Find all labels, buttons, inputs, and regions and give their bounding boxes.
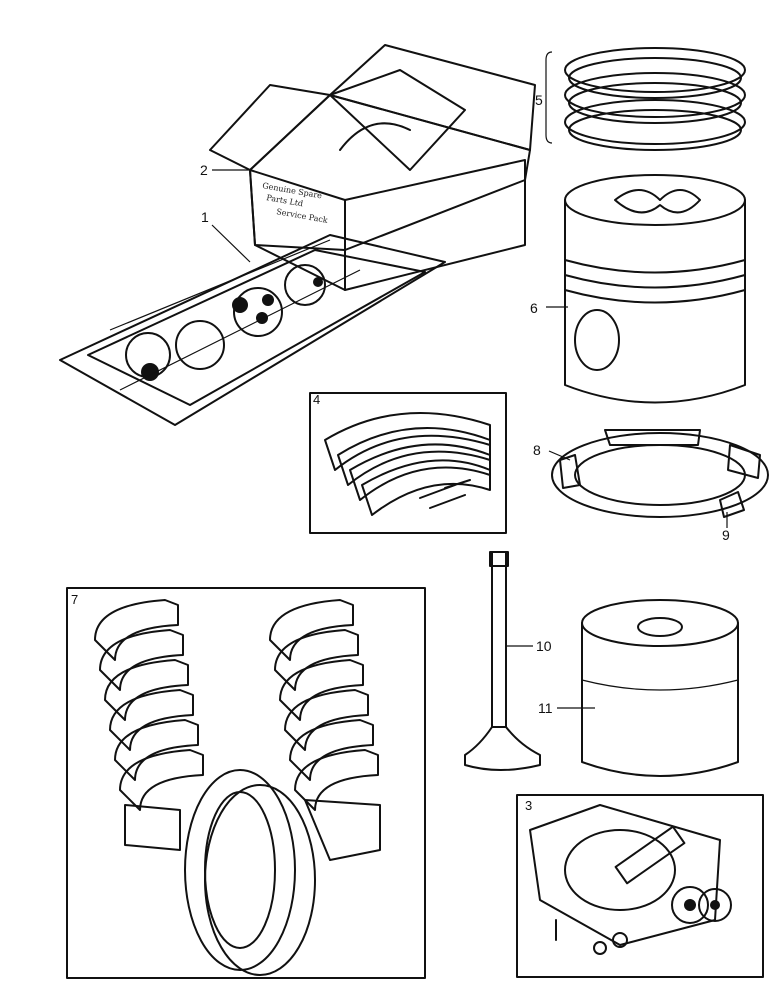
thrust-washer-icon bbox=[551, 429, 769, 518]
bearing-shells-icon bbox=[66, 587, 426, 979]
gasket-set-icon bbox=[59, 234, 446, 426]
oil-filter-icon bbox=[581, 599, 739, 777]
leader-lines bbox=[211, 169, 728, 709]
callout-5: 5 bbox=[535, 92, 543, 108]
callout-1: 1 bbox=[201, 209, 209, 225]
callout-2: 2 bbox=[200, 162, 208, 178]
callout-8: 8 bbox=[533, 442, 541, 458]
water-pump-kit-icon bbox=[516, 794, 764, 978]
callout-7: 7 bbox=[71, 592, 78, 607]
callout-9: 9 bbox=[722, 527, 730, 543]
gasket-box-icon: Genuine Spare Parts Ltd Service Pack bbox=[209, 44, 536, 291]
brake-shoes-icon bbox=[309, 392, 507, 534]
callout-4: 4 bbox=[313, 392, 320, 407]
callout-10: 10 bbox=[536, 638, 552, 654]
svg-text:Service Pack: Service Pack bbox=[276, 207, 329, 225]
valve-icon bbox=[464, 551, 541, 771]
piston-rings-icon bbox=[545, 47, 746, 151]
callout-11: 11 bbox=[538, 700, 553, 716]
piston-icon bbox=[564, 174, 746, 404]
callout-3: 3 bbox=[525, 798, 532, 813]
callout-6: 6 bbox=[530, 300, 538, 316]
